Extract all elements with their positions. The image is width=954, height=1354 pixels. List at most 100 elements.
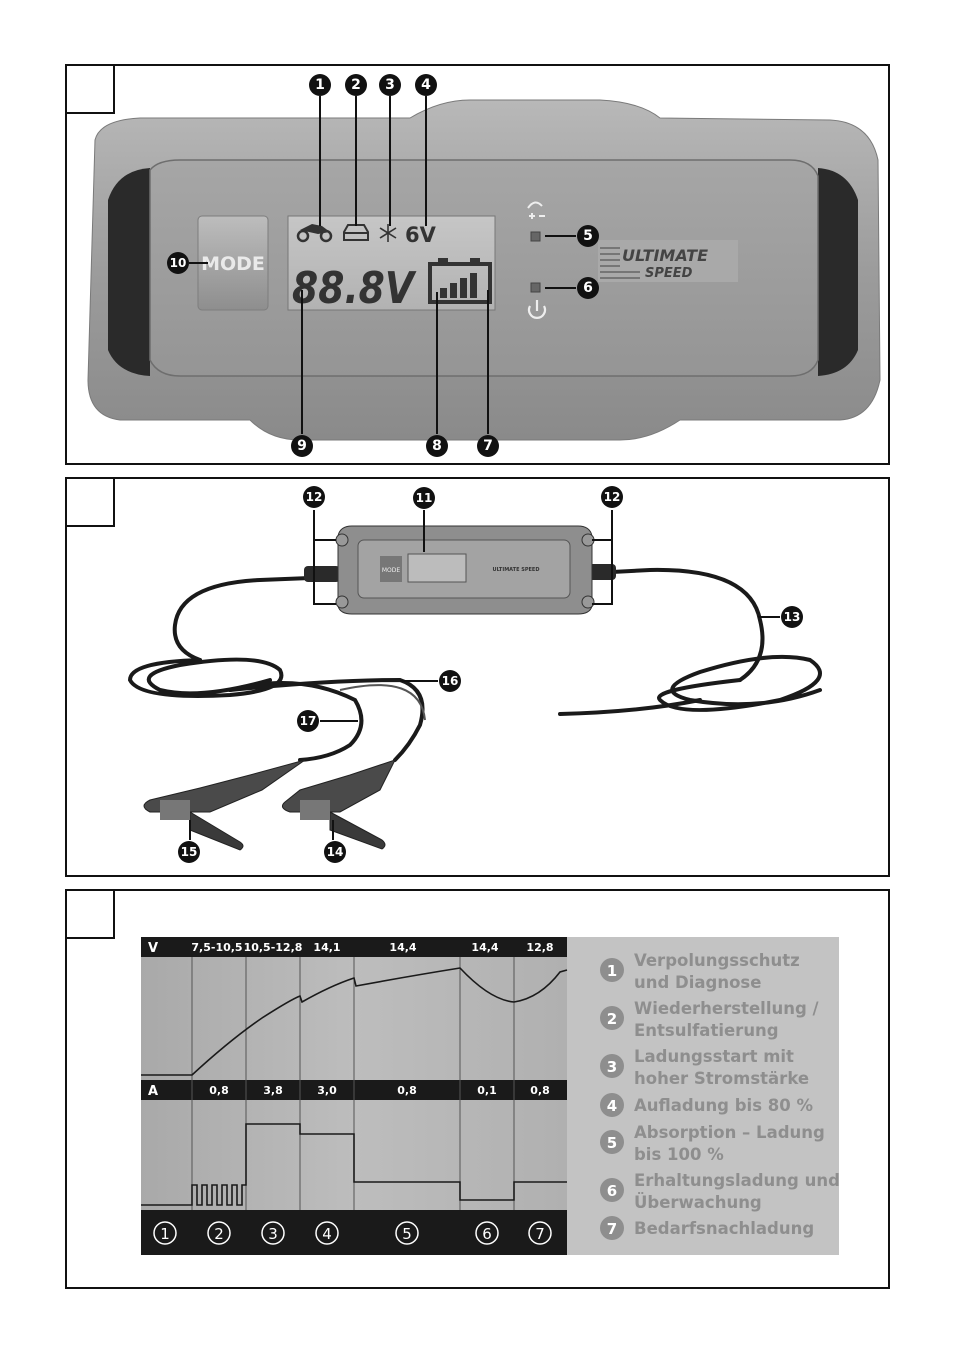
svg-text:3: 3 [385,77,395,93]
current-value-2: 0,8 [209,1084,229,1097]
callout-4: 4 [415,74,437,96]
callout-15: 15 [178,841,200,863]
brand-logo: ULTIMATE SPEED [598,240,738,282]
legend-item-3: 3 Ladungsstart mit hoher Stromstärke [600,1047,809,1088]
legend-item-1: 1 Verpolungsschutz und Diagnose [600,951,800,992]
figure-1-device: MODE 6V 88.8V [87,74,881,457]
voltage-axis-label: V [148,941,158,956]
svg-text:Verpolungsschutz: Verpolungsschutz [634,951,800,970]
voltage-curve [141,967,568,1076]
svg-text:12: 12 [306,490,323,504]
svg-text:15: 15 [181,845,198,859]
callout-12-right: 12 [601,486,623,508]
svg-text:16: 16 [442,674,459,688]
callout-2: 2 [345,74,367,96]
phase-label-6: 6 [482,1225,492,1243]
figure-3-tab [65,889,115,939]
callout-11: 11 [413,487,435,509]
legend-item-6: 6 Erhaltungsladung und Überwachung [600,1171,840,1212]
current-curve [141,1123,567,1206]
snowflake-icon [379,224,397,242]
legend-item-2: 2 Wiederherstellung / Entsulfatierung [600,999,820,1040]
svg-text:Absorption – Ladung: Absorption – Ladung [634,1123,825,1142]
svg-text:12: 12 [604,490,621,504]
callout-7: 7 [477,435,499,457]
phase-label-5: 5 [402,1225,412,1243]
svg-text:Wiederherstellung /: Wiederherstellung / [634,999,820,1018]
svg-text:7: 7 [607,1220,617,1238]
callout-17: 17 [297,710,319,732]
callout-13: 13 [781,606,803,628]
svg-text:5: 5 [607,1134,617,1152]
svg-text:Entsulfatierung: Entsulfatierung [634,1021,779,1040]
lcd-6v-indicator: 6V [405,223,437,247]
phase-label-7: 7 [535,1225,545,1243]
callout-8: 8 [426,435,448,457]
lcd-voltage-readout: 88.8V [292,263,417,314]
voltage-value-7: 12,8 [526,941,553,954]
callout-14: 14 [324,841,346,863]
callout-10: 10 [167,252,189,274]
current-value-4: 3,0 [317,1084,337,1097]
voltage-value-6: 14,4 [471,941,498,954]
charging-cable [127,576,425,762]
polarity-icon [527,201,545,219]
svg-text:4: 4 [607,1097,617,1115]
figure-1-tab [65,64,115,114]
battery-level-icon [428,258,492,304]
phase-label-2: 2 [214,1225,224,1243]
svg-text:11: 11 [416,491,433,505]
svg-text:2: 2 [607,1010,617,1028]
charging-curve-chart: V A 7,5-10,5 10,5-12,8 14,1 14,4 14,4 12… [141,937,840,1255]
phase-footer-bar [141,1210,567,1255]
svg-text:Aufladung bis 80 %: Aufladung bis 80 % [634,1096,813,1115]
svg-text:1: 1 [607,962,617,980]
current-value-6: 0,1 [477,1084,497,1097]
voltage-value-2: 7,5-10,5 [191,941,242,954]
svg-text:Bedarfsnachladung: Bedarfsnachladung [634,1219,814,1238]
svg-text:Ladungsstart mit: Ladungsstart mit [634,1047,794,1066]
svg-text:5: 5 [583,228,593,244]
error-led [530,231,541,242]
figure-2-tab [65,477,115,527]
svg-text:10: 10 [170,256,187,270]
voltage-value-3: 10,5-12,8 [244,941,303,954]
svg-text:1: 1 [315,77,325,93]
callout-12-left: 12 [303,486,325,508]
svg-text:17: 17 [300,714,317,728]
callout-5: 5 [577,225,599,247]
svg-text:Erhaltungsladung und: Erhaltungsladung und [634,1171,840,1190]
svg-text:bis 100 %: bis 100 % [634,1145,724,1164]
callout-3: 3 [379,74,401,96]
figure-2-charger-with-cables: MODE ULTIMATE SPEED 11 12 12 13 14 15 16… [127,486,822,863]
svg-text:9: 9 [297,438,307,454]
svg-text:MODE: MODE [382,567,401,574]
svg-text:7: 7 [483,438,493,454]
current-value-5: 0,8 [397,1084,417,1097]
svg-text:hoher Stromstärke: hoher Stromstärke [634,1069,809,1088]
svg-text:14: 14 [327,845,344,859]
power-led [530,282,541,293]
car-icon [343,224,369,241]
svg-text:13: 13 [784,610,801,624]
svg-text:8: 8 [432,438,442,454]
mains-cable [558,567,822,716]
callout-16: 16 [439,670,461,692]
current-axis-label: A [148,1084,158,1099]
callout-9: 9 [291,435,313,457]
legend-item-5: 5 Absorption – Ladung bis 100 % [600,1123,825,1164]
phase-label-4: 4 [322,1225,332,1243]
black-clamp [143,759,306,851]
mode-button-label: MODE [201,253,265,275]
svg-text:SPEED: SPEED [645,266,693,281]
current-value-7: 0,8 [530,1084,550,1097]
voltage-header-bar [141,937,567,957]
callout-1: 1 [309,74,331,96]
power-icon [527,300,547,319]
legend-item-7: 7 Bedarfsnachladung [600,1216,814,1240]
voltage-value-4: 14,1 [313,941,340,954]
motorbike-icon [296,224,333,243]
svg-text:Überwachung: Überwachung [634,1193,762,1212]
svg-text:2: 2 [351,77,361,93]
phase-label-1: 1 [160,1225,170,1243]
